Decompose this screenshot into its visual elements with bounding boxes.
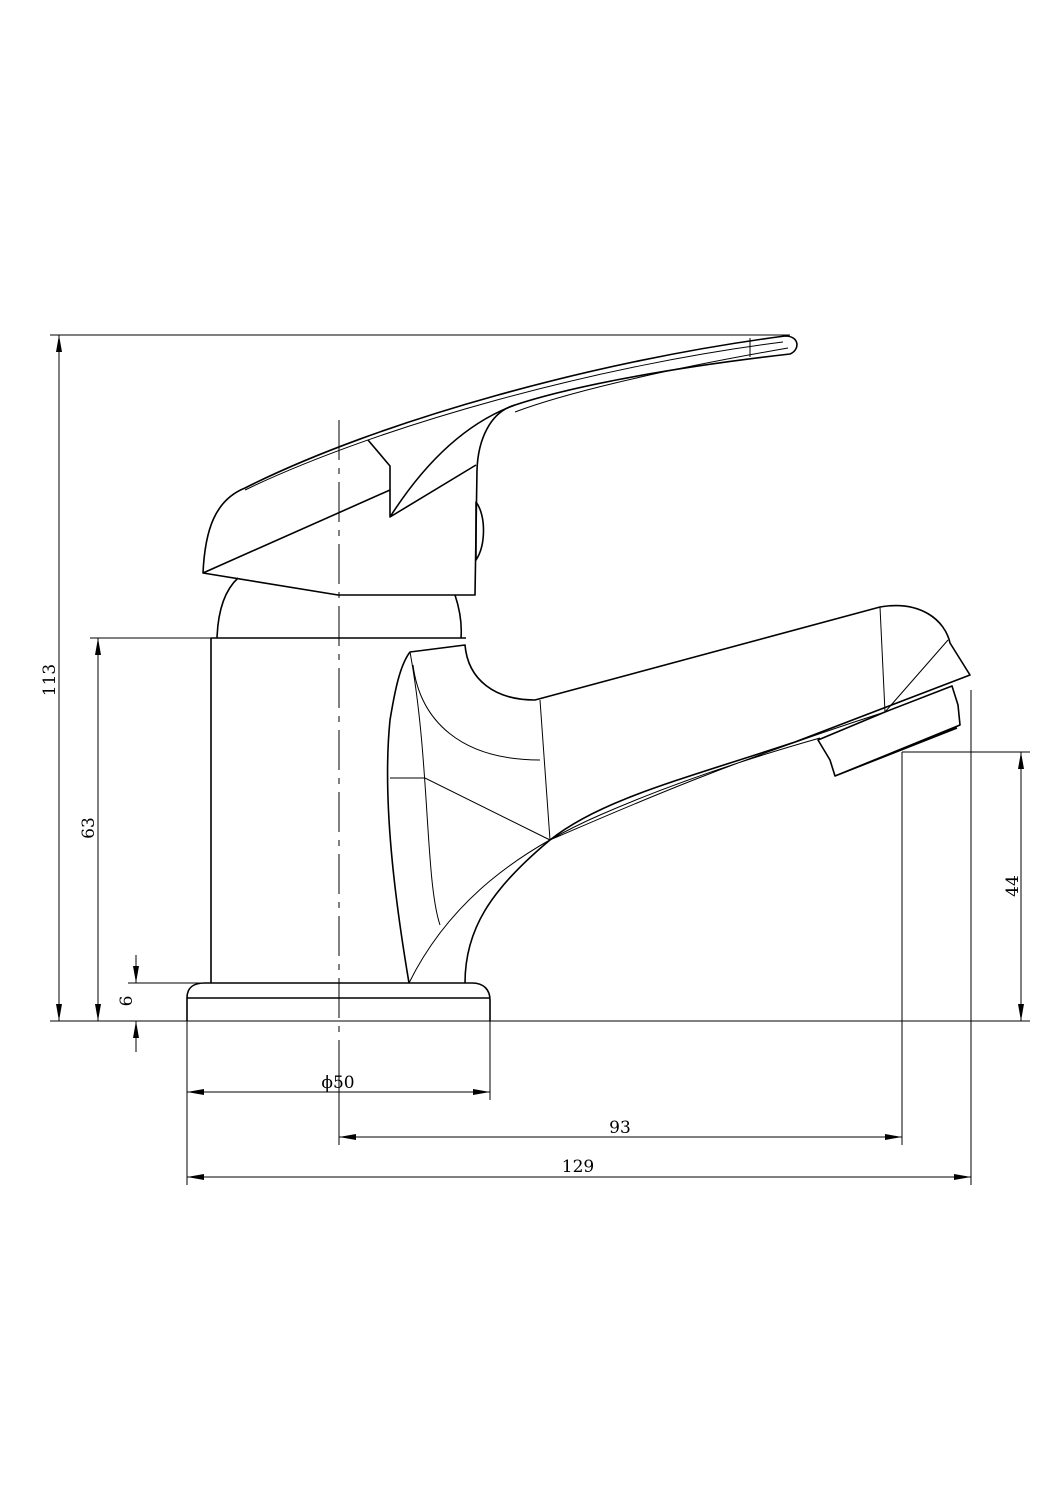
dome-cap [216, 577, 463, 639]
dimension-6: 6 [117, 955, 139, 1052]
dimension-63: 63 [79, 638, 101, 1021]
dim-label-113: 113 [40, 664, 60, 696]
lever-handle-groove [244, 338, 789, 491]
dimension-diameter-50: ϕ50 [187, 1073, 490, 1095]
dim-label-44: 44 [1003, 875, 1023, 897]
dim-label-129: 129 [562, 1157, 594, 1177]
dim-label-63: 63 [79, 817, 99, 839]
dimension-113: 113 [40, 335, 62, 1021]
dimension-93: 93 [339, 1118, 902, 1140]
lever-handle [202, 335, 798, 596]
dim-label-diameter-50: ϕ50 [321, 1073, 354, 1093]
dimension-44: 44 [1003, 752, 1024, 1021]
dim-label-93: 93 [609, 1118, 631, 1138]
lever-handle-facet [202, 404, 516, 574]
lever-screw [475, 501, 485, 561]
extension-lines [50, 334, 1030, 1185]
faucet-outline [186, 335, 971, 1021]
aerator [817, 685, 961, 777]
dim-label-6: 6 [117, 996, 137, 1007]
dimension-129: 129 [187, 1157, 971, 1180]
